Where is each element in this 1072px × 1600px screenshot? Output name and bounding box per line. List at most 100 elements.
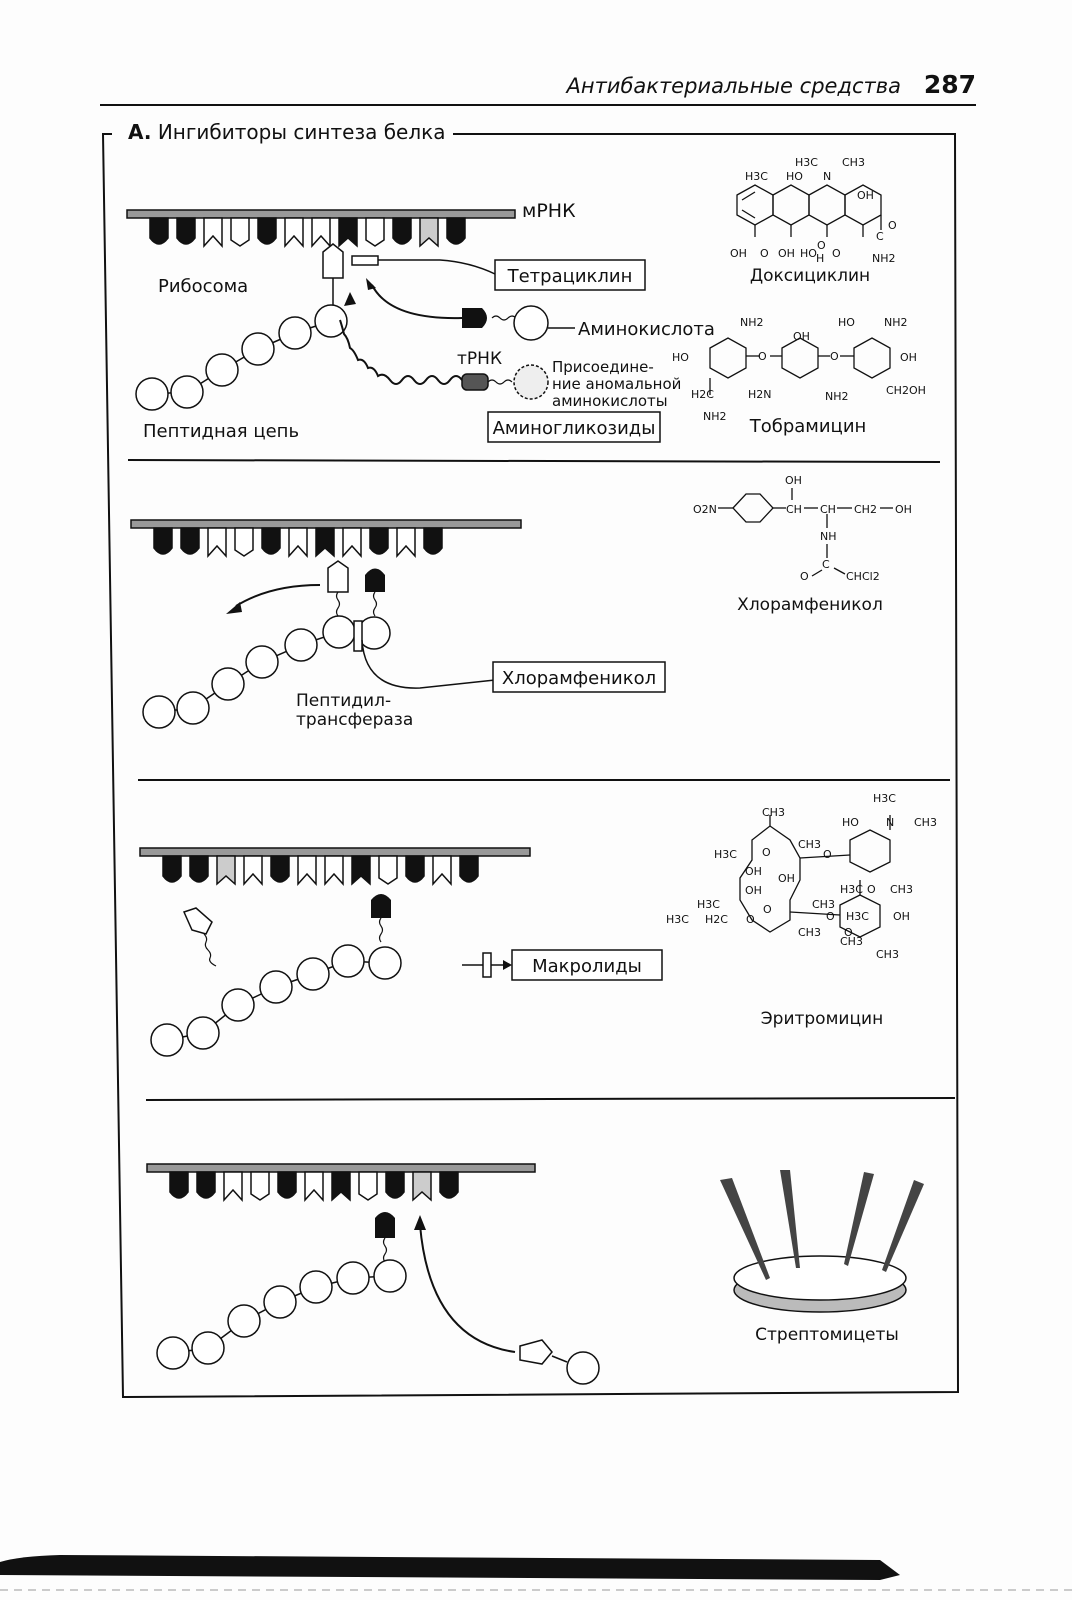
amino-acid-circle xyxy=(241,332,275,366)
codon xyxy=(277,1171,297,1199)
running-title: Антибактериальные средства xyxy=(566,74,901,98)
codon xyxy=(153,527,173,555)
panel-chloramphenicol: Хлорамфеникол Пептидил- трансфераза OH O… xyxy=(130,474,912,730)
scan-edge xyxy=(0,1555,900,1580)
chem-label: C xyxy=(822,558,830,571)
codon xyxy=(315,527,335,558)
codon xyxy=(180,527,200,555)
hypha xyxy=(882,1180,924,1272)
panel-streptomycetes: Стрептомицеты xyxy=(146,1163,924,1385)
codon xyxy=(405,855,425,883)
codon xyxy=(342,527,362,558)
codon xyxy=(369,527,389,555)
codon xyxy=(288,527,308,558)
amino-acid-circle xyxy=(191,1331,225,1365)
chloramphenicol-box-label: Хлорамфеникол xyxy=(502,668,656,689)
section-title-text: Ингибиторы синтеза белка xyxy=(157,120,446,144)
chem-label: CH3 xyxy=(798,838,821,851)
codon xyxy=(243,855,263,886)
chem-label: CH3 xyxy=(890,883,913,896)
amino-acid-circle xyxy=(331,944,365,978)
chem-label: H3C xyxy=(697,898,720,911)
codon xyxy=(324,855,344,886)
chem-label: O xyxy=(867,883,876,896)
codon xyxy=(432,855,452,886)
amino-acid-circle xyxy=(314,304,348,338)
chloramphenicol-structure xyxy=(718,488,893,577)
chem-label: H2C xyxy=(705,913,728,926)
amino-acid-circle xyxy=(156,1336,190,1370)
codon-row xyxy=(153,527,443,558)
trna-linker xyxy=(372,591,378,617)
chem-label: HO xyxy=(800,247,817,260)
codon xyxy=(169,1171,189,1199)
tobramycin-name: Тобрамицин xyxy=(749,416,867,437)
chem-label: OH xyxy=(793,330,810,343)
chloramphenicol-box xyxy=(492,661,666,693)
chem-label: CH3 xyxy=(876,948,899,961)
codon xyxy=(270,855,290,883)
codon xyxy=(162,855,182,883)
codon xyxy=(207,527,227,558)
amino-acid-circle xyxy=(296,957,330,991)
separator-3 xyxy=(145,1097,956,1101)
codon xyxy=(459,855,479,883)
amino-acid-circle xyxy=(211,667,245,701)
chem-label: O xyxy=(817,239,826,252)
aminoglycosides-box-label: Аминогликозиды xyxy=(493,418,656,439)
chem-label: O xyxy=(888,219,897,232)
trna-linker xyxy=(378,917,384,943)
chem-label: O xyxy=(800,570,809,583)
chem-label: NH2 xyxy=(703,410,727,423)
codon xyxy=(385,1171,405,1199)
bound-trna xyxy=(375,1212,395,1238)
amino-acid-circle xyxy=(299,1270,333,1304)
codon xyxy=(396,527,416,558)
codon xyxy=(257,217,277,245)
chem-label: O xyxy=(758,350,767,363)
page-header: Антибактериальные средства 287 xyxy=(100,70,976,106)
figure-frame xyxy=(102,133,960,1399)
trna-stem xyxy=(551,1355,568,1363)
chem-label: N xyxy=(823,170,831,183)
amino-acid-circle xyxy=(221,988,255,1022)
p-site-trna xyxy=(327,560,349,593)
chem-label: CH xyxy=(820,503,836,516)
codon xyxy=(338,217,358,248)
section-letter: A. xyxy=(128,120,152,144)
codon xyxy=(234,527,254,557)
chem-label: NH2 xyxy=(825,390,849,403)
separator-1 xyxy=(127,459,941,463)
codon-row xyxy=(149,217,466,248)
codon xyxy=(331,1171,351,1202)
codon xyxy=(189,855,209,883)
chem-label: OH xyxy=(730,247,747,260)
chem-label: O xyxy=(832,247,841,260)
erythromycin-structure xyxy=(739,815,891,938)
amino-acid-circle xyxy=(368,946,402,980)
chem-label: OH xyxy=(895,503,912,516)
hypha xyxy=(780,1170,800,1268)
chloramphenicol-name: Хлорамфеникол xyxy=(737,595,883,615)
tetracycline-box-label: Тетрациклин xyxy=(507,266,633,287)
chem-label: N xyxy=(886,816,894,829)
codon xyxy=(284,217,304,248)
chem-label: OH xyxy=(785,474,802,487)
chem-label: CH2OH xyxy=(886,384,926,397)
codon xyxy=(419,217,439,248)
codon xyxy=(351,855,371,886)
tetracycline-leader xyxy=(378,259,496,275)
mrna-strand xyxy=(126,209,516,219)
chem-label: CH3 xyxy=(842,156,865,169)
peptidyl-label-2: трансфераза xyxy=(296,710,413,730)
doxycycline-name: Доксициклин xyxy=(750,266,870,286)
hypha xyxy=(844,1172,874,1266)
panel-macrolides: Макролиды H3C CH3 HO N CH3 H3C O CH3 O O… xyxy=(139,792,937,1057)
amino-acid-circle xyxy=(278,316,312,350)
tetracycline-marker xyxy=(351,255,379,266)
chem-label: HO xyxy=(838,316,855,329)
chem-label: OH xyxy=(745,884,762,897)
trna-anticodon-dark xyxy=(462,308,487,328)
chem-label: O xyxy=(823,848,832,861)
codon xyxy=(423,527,443,555)
